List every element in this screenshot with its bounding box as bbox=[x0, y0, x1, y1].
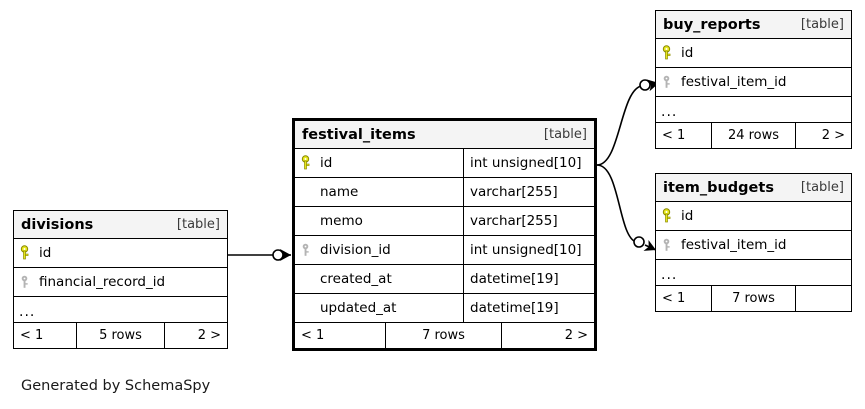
key-icon-foreign bbox=[301, 242, 314, 258]
column-name: festival_item_id bbox=[656, 68, 851, 96]
edge-festival-items-to-item-budgets bbox=[596, 164, 657, 251]
key-icon-none bbox=[301, 300, 314, 316]
column-label: id bbox=[39, 245, 52, 261]
column-name: id bbox=[14, 239, 227, 267]
column-name: memo bbox=[295, 207, 463, 235]
key-icon-none bbox=[301, 213, 314, 229]
edge-festival-items-to-buy-reports bbox=[596, 79, 660, 166]
table-footer-buy-reports: < 1 24 rows 2 > bbox=[656, 123, 851, 148]
table-type-tag: [table] bbox=[800, 17, 844, 32]
column-name: id bbox=[656, 202, 851, 230]
column-type: int unsigned[10] bbox=[463, 236, 594, 264]
edge-divisions-to-festival-items bbox=[228, 249, 291, 261]
column-name: updated_at bbox=[295, 294, 463, 322]
column-row-created-at[interactable]: created_at datetime[19] bbox=[295, 265, 594, 294]
column-row-updated-at[interactable]: updated_at datetime[19] bbox=[295, 294, 594, 323]
prev-page-button[interactable]: < 1 bbox=[662, 291, 686, 306]
next-page-button[interactable]: 2 > bbox=[564, 328, 588, 343]
table-footer-item-budgets: < 1 7 rows bbox=[656, 286, 851, 311]
column-label: updated_at bbox=[320, 300, 397, 316]
column-name: festival_item_id bbox=[656, 231, 851, 259]
column-name: created_at bbox=[295, 265, 463, 293]
table-footer-divisions: < 1 5 rows 2 > bbox=[14, 323, 227, 348]
column-type: datetime[19] bbox=[463, 265, 594, 293]
column-type: datetime[19] bbox=[463, 294, 594, 322]
column-row-id[interactable]: id bbox=[14, 239, 227, 268]
prev-page-button[interactable]: < 1 bbox=[662, 128, 686, 143]
column-name: financial_record_id bbox=[14, 268, 227, 296]
key-icon-none bbox=[301, 271, 314, 287]
table-footer-festival-items: < 1 7 rows 2 > bbox=[295, 323, 594, 348]
row-count-label: 24 rows bbox=[711, 123, 796, 148]
key-icon-primary bbox=[301, 155, 314, 171]
column-label: festival_item_id bbox=[681, 74, 787, 90]
column-row-division-id[interactable]: division_id int unsigned[10] bbox=[295, 236, 594, 265]
column-row-festival-item-id[interactable]: festival_item_id bbox=[656, 231, 851, 260]
column-row-id[interactable]: id bbox=[656, 39, 851, 68]
row-count-label: 5 rows bbox=[76, 323, 165, 348]
key-icon-primary bbox=[20, 245, 33, 261]
table-type-tag: [table] bbox=[800, 180, 844, 195]
column-type: varchar[255] bbox=[463, 178, 594, 206]
column-label: festival_item_id bbox=[681, 237, 787, 253]
row-count-label: 7 rows bbox=[385, 323, 502, 348]
column-name: name bbox=[295, 178, 463, 206]
column-row-id[interactable]: id int unsigned[10] bbox=[295, 149, 594, 178]
table-divisions[interactable]: divisions [table] id bbox=[13, 210, 228, 349]
column-row-id[interactable]: id bbox=[656, 202, 851, 231]
table-header-buy-reports: buy_reports [table] bbox=[656, 11, 851, 39]
column-label: name bbox=[320, 184, 359, 200]
column-row-festival-item-id[interactable]: festival_item_id bbox=[656, 68, 851, 97]
table-title: item_budgets bbox=[663, 179, 774, 196]
row-count-label: 7 rows bbox=[711, 286, 796, 311]
table-type-tag: [table] bbox=[176, 217, 220, 232]
column-label: id bbox=[320, 155, 333, 171]
table-item-budgets[interactable]: item_budgets [table] id bbox=[655, 173, 852, 312]
key-icon-foreign bbox=[20, 274, 33, 290]
table-title: festival_items bbox=[302, 126, 416, 143]
key-icon-foreign bbox=[662, 74, 675, 90]
column-row-memo[interactable]: memo varchar[255] bbox=[295, 207, 594, 236]
column-row-name[interactable]: name varchar[255] bbox=[295, 178, 594, 207]
table-title: divisions bbox=[21, 216, 94, 233]
key-icon-primary bbox=[662, 45, 675, 61]
table-buy-reports[interactable]: buy_reports [table] id bbox=[655, 10, 852, 149]
next-page-button[interactable]: 2 > bbox=[821, 128, 845, 143]
next-page-button[interactable]: 2 > bbox=[197, 328, 221, 343]
table-festival-items[interactable]: festival_items [table] id int unsigned[1… bbox=[292, 118, 597, 351]
table-header-item-budgets: item_budgets [table] bbox=[656, 174, 851, 202]
more-columns-indicator: ... bbox=[656, 97, 851, 123]
column-label: id bbox=[681, 208, 694, 224]
generator-caption: Generated by SchemaSpy bbox=[21, 378, 211, 394]
column-name: id bbox=[295, 149, 463, 177]
column-type: varchar[255] bbox=[463, 207, 594, 235]
column-label: financial_record_id bbox=[39, 274, 166, 290]
column-label: division_id bbox=[320, 242, 391, 258]
column-label: created_at bbox=[320, 271, 392, 287]
column-label: memo bbox=[320, 213, 363, 229]
key-icon-none bbox=[301, 184, 314, 200]
column-name: division_id bbox=[295, 236, 463, 264]
more-columns-indicator: ... bbox=[14, 297, 227, 323]
column-name: id bbox=[656, 39, 851, 67]
column-type: int unsigned[10] bbox=[463, 149, 594, 177]
prev-page-button[interactable]: < 1 bbox=[301, 328, 325, 343]
table-title: buy_reports bbox=[663, 16, 761, 33]
prev-page-button[interactable]: < 1 bbox=[20, 328, 44, 343]
table-header-divisions: divisions [table] bbox=[14, 211, 227, 239]
table-type-tag: [table] bbox=[543, 127, 587, 142]
column-label: id bbox=[681, 45, 694, 61]
column-row-financial-record-id[interactable]: financial_record_id bbox=[14, 268, 227, 297]
key-icon-primary bbox=[662, 208, 675, 224]
key-icon-foreign bbox=[662, 237, 675, 253]
table-header-festival-items: festival_items [table] bbox=[295, 121, 594, 149]
more-columns-indicator: ... bbox=[656, 260, 851, 286]
next-page-button[interactable] bbox=[796, 286, 851, 311]
